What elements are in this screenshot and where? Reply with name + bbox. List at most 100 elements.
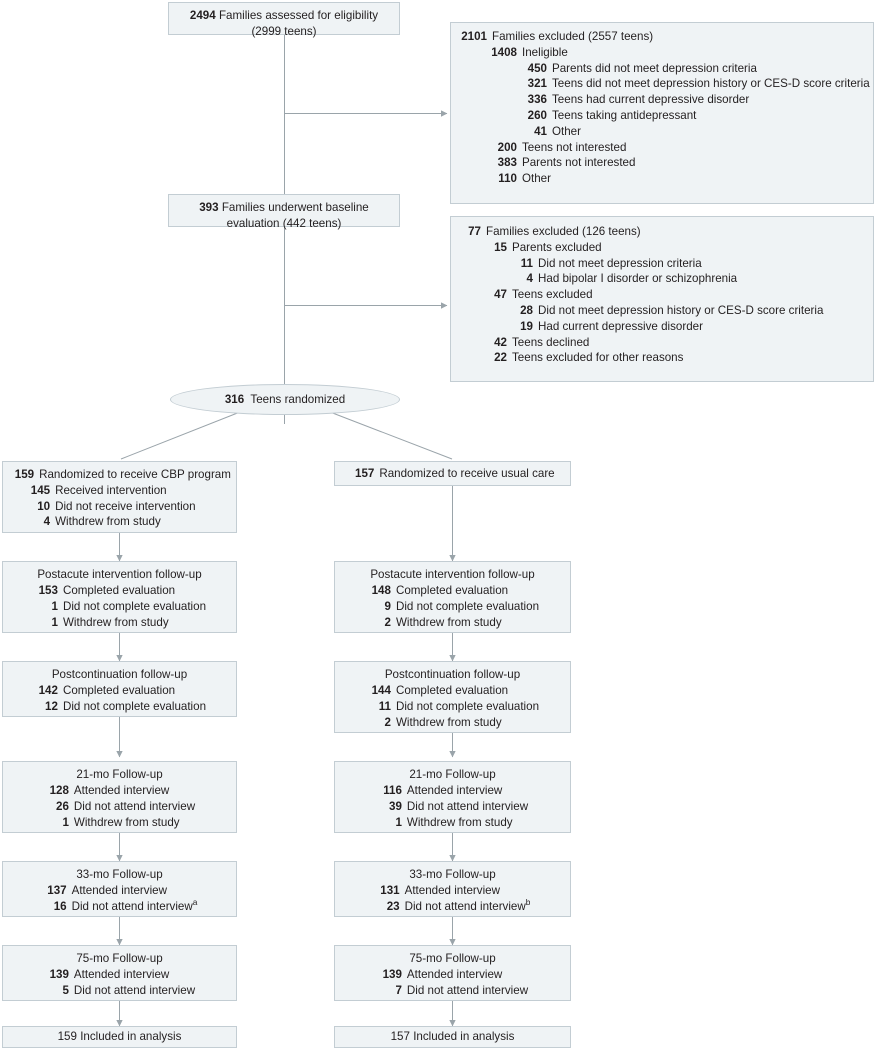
flow-row-count: 12	[45, 699, 58, 713]
flow-row-label: Families excluded (126 teens)	[486, 225, 641, 238]
flow-row-count: 41	[534, 124, 547, 138]
flow-row-label: Other	[522, 172, 551, 186]
flow-row-label: Withdrew from study	[395, 615, 502, 629]
flow-row-count: 11	[520, 256, 533, 270]
flow-row-label: Parents excluded	[512, 240, 602, 254]
flow-row-label: Attended interview	[406, 784, 503, 797]
flow-row-count: 145	[30, 483, 51, 497]
flow-row-count: 2	[384, 615, 391, 629]
flow-row-label: Withdrew from study	[62, 615, 169, 629]
flow-row-label: Did not meet depression history or CES-D…	[538, 303, 824, 317]
flow-row-count: 148	[371, 584, 391, 597]
flow-row-label: Did not complete evaluation	[62, 599, 207, 613]
flow-row: 77 Families excluded (126 teens)	[455, 224, 867, 240]
flow-row-label: Attended interview	[73, 784, 170, 797]
flow-row-label: Did not complete evaluation	[395, 599, 540, 613]
assessed-teens-label: (2999 teens)	[251, 24, 317, 38]
flow-row-label: Ineligible	[522, 45, 568, 59]
flow-row-label: Attended interview	[406, 968, 503, 981]
baseline-teens-label: evaluation (442 teens)	[226, 216, 342, 230]
flow-row-label: Withdrew from study	[73, 815, 180, 829]
flow-row-label: Withdrew from study	[55, 515, 161, 529]
flow-row-label: Other	[552, 124, 581, 138]
flow-row-count: 4	[526, 272, 533, 286]
randomized-label: Teens randomized	[250, 393, 346, 406]
flow-row-count: 11	[378, 699, 391, 713]
flow-row-count: 157	[355, 467, 375, 480]
flow-row-label: Parents not interested	[522, 156, 636, 170]
teens-randomized-ellipse: 316 Teens randomized	[170, 384, 400, 415]
analysis-usual-care-line: 157 Included in analysis	[391, 1029, 515, 1045]
flow-row-count: 47	[494, 288, 507, 302]
followup-75mo-usual-care-header: 75-mo Follow-up	[409, 952, 496, 965]
flow-row-label: Did not meet depression criteria	[538, 256, 702, 270]
flow-row: 28 Did not meet depression history or CES…	[455, 303, 867, 319]
flow-row-label: Completed evaluation	[395, 684, 509, 697]
flow-row-label: Had current depressive disorder	[538, 319, 703, 333]
flow-row-count: 2	[384, 715, 391, 729]
flow-row-count: 15	[494, 240, 507, 254]
flow-row-count: 9	[384, 599, 391, 613]
assessed-for-eligibility-box: 2494 Families assessed for eligibility (…	[168, 2, 400, 38]
flow-row: 47 Teens excluded	[455, 287, 867, 303]
flow-row-count: 77	[468, 225, 481, 238]
flow-row-label: Did not attend interview	[73, 983, 196, 997]
flow-row: 2 Withdrew from study	[366, 615, 539, 631]
flow-row-count: 450	[527, 61, 547, 75]
flow-row-count: 23	[386, 899, 400, 913]
flow-row-label: Did not complete evaluation	[395, 699, 540, 713]
assessed-line-1: 2494 Families assessed for eligibility	[175, 8, 393, 24]
flow-row-count: 42	[494, 335, 507, 349]
flow-row-label: Did not attend interview	[406, 799, 529, 813]
assessed-count: 2494	[189, 9, 216, 22]
flow-row-count: 260	[527, 108, 547, 122]
flow-row-label: Did not attend interview	[406, 983, 529, 997]
baseline-line-1: 393 Families underwent baseline	[175, 200, 393, 216]
flow-row-count: 1	[395, 815, 402, 829]
followup-33mo-usual-care-header: 33-mo Follow-up	[409, 868, 496, 881]
postacute-followup-usual-care-header: Postacute intervention follow-up	[370, 568, 535, 581]
flow-row-label: Teens excluded	[512, 288, 593, 302]
randomized-line: 316 Teens randomized	[225, 393, 345, 406]
flow-row: 15 Parents excluded	[455, 240, 867, 256]
flow-row-count: 200	[497, 140, 517, 154]
families-excluded-baseline-box: 77 Families excluded (126 teens) 15 Parents…	[450, 216, 874, 382]
flow-row-label: Teens excluded for other reasons	[512, 351, 684, 365]
flow-row-count: 1408	[491, 45, 517, 59]
flow-row: 41 Other	[455, 124, 867, 140]
flow-row-count: 128	[49, 784, 69, 797]
flow-row-label: Randomized to receive usual care	[379, 467, 555, 480]
flow-row-count: 10	[37, 499, 51, 513]
flow-row-count: 139	[49, 968, 69, 981]
flow-row-count: 1	[51, 615, 58, 629]
flow-row-count: 28	[520, 303, 533, 317]
flow-row: 11 Did not complete evaluation	[366, 699, 539, 715]
flow-row-count: 16	[53, 899, 67, 913]
baseline-label: Families underwent baseline	[221, 201, 369, 214]
flow-row-label: Did not attend interviewa	[71, 896, 198, 913]
flow-row-count: 26	[56, 799, 69, 813]
followup-75mo-cbp-header: 75-mo Follow-up	[76, 952, 163, 965]
